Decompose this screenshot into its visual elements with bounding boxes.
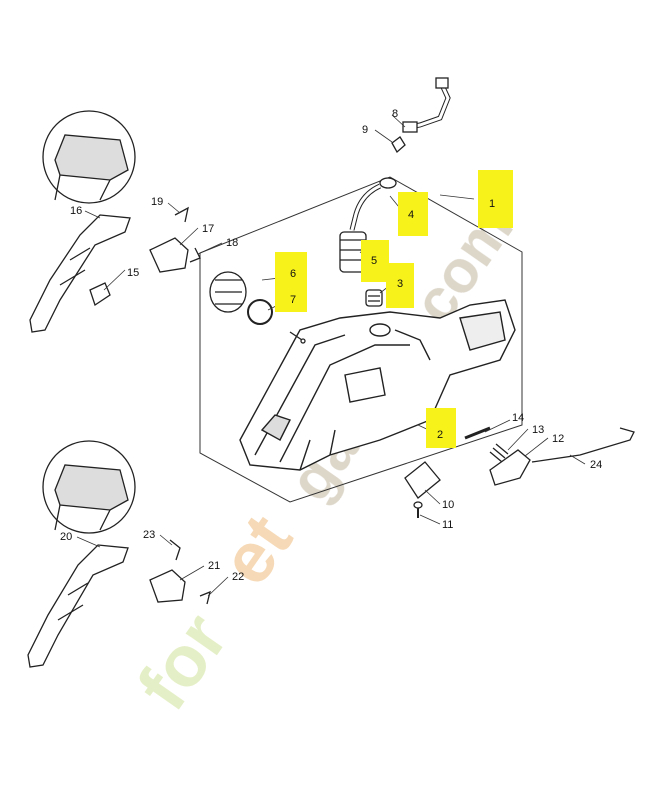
callout-labels: 1 2 3 4 5 6 7 8 9 10 11 12 13 14 15 16 1… [60, 108, 602, 583]
handle-20 [27, 544, 129, 668]
callout-21: 21 [208, 560, 220, 572]
callout-20: 20 [60, 531, 72, 543]
callout-17: 17 [202, 223, 214, 235]
callout-15: 15 [127, 267, 139, 279]
watermark-text-accent: et [206, 501, 308, 599]
main-housing [239, 299, 516, 471]
trigger-parts [404, 426, 635, 518]
callout-8: 8 [392, 108, 398, 120]
callout-2: 2 [437, 429, 443, 441]
callout-10: 10 [442, 499, 454, 511]
callout-5: 5 [371, 255, 377, 267]
highlight-6-7 [275, 252, 307, 312]
watermark: for et garden.com [123, 195, 526, 724]
callout-6: 6 [290, 268, 296, 280]
watermark-text-main: for [123, 600, 244, 725]
highlight-5 [361, 240, 389, 282]
highlight-4 [398, 192, 428, 236]
callout-16: 16 [70, 205, 82, 217]
callout-3: 3 [397, 278, 403, 290]
callout-18: 18 [226, 237, 238, 249]
brake-parts-bottom [149, 539, 211, 605]
fuel-hose [391, 77, 451, 154]
housing-frame [199, 176, 523, 503]
callout-22: 22 [232, 571, 244, 583]
callout-7: 7 [290, 294, 296, 306]
handle-16 [29, 214, 131, 333]
handle-detail-top [42, 110, 136, 204]
highlight-1 [478, 170, 513, 228]
callout-11: 11 [442, 519, 453, 531]
callout-9: 9 [362, 124, 368, 136]
callout-13: 13 [532, 424, 544, 436]
callout-19: 19 [151, 196, 163, 208]
callout-24: 24 [590, 459, 602, 471]
highlight-boxes [275, 170, 513, 448]
callout-23: 23 [143, 529, 155, 541]
callout-14: 14 [512, 412, 524, 424]
brake-parts-top [149, 206, 201, 273]
pump-assembly [209, 271, 306, 344]
highlight-3 [386, 263, 414, 308]
callout-4: 4 [408, 209, 414, 221]
fuel-filter-assembly [339, 177, 397, 307]
handle-detail-bottom [42, 440, 136, 534]
highlight-2 [426, 408, 456, 448]
callout-12: 12 [552, 433, 564, 445]
callout-1: 1 [489, 198, 495, 210]
